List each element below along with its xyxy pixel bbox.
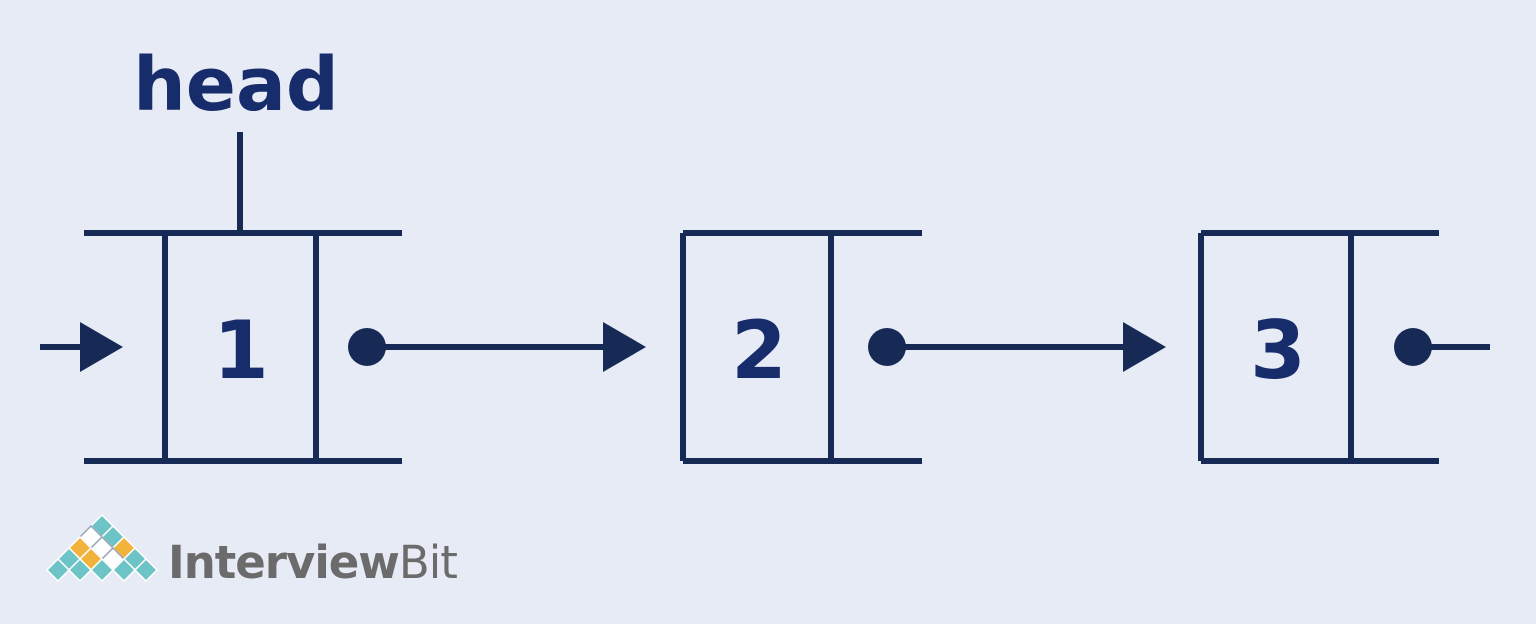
node-1: 1 [84,230,402,464]
node-2: 2 [680,230,922,464]
head-label: head [133,42,339,128]
pointer-arrow-1 [348,322,646,372]
svg-text:InterviewBit: InterviewBit [168,536,457,589]
node-3-value: 3 [1250,304,1306,397]
logo-text-interview: Interview [168,536,399,589]
logo-text-bit: Bit [399,536,457,589]
interviewbit-logo: InterviewBit [45,513,458,589]
pointer-arrow-2 [868,322,1166,372]
node-1-value: 1 [213,304,269,397]
incoming-arrow [40,322,123,372]
pointer-tail [1394,328,1490,366]
node-3: 3 [1198,230,1439,464]
logo-diamond-icon [45,513,159,583]
node-2-value: 2 [731,304,787,397]
